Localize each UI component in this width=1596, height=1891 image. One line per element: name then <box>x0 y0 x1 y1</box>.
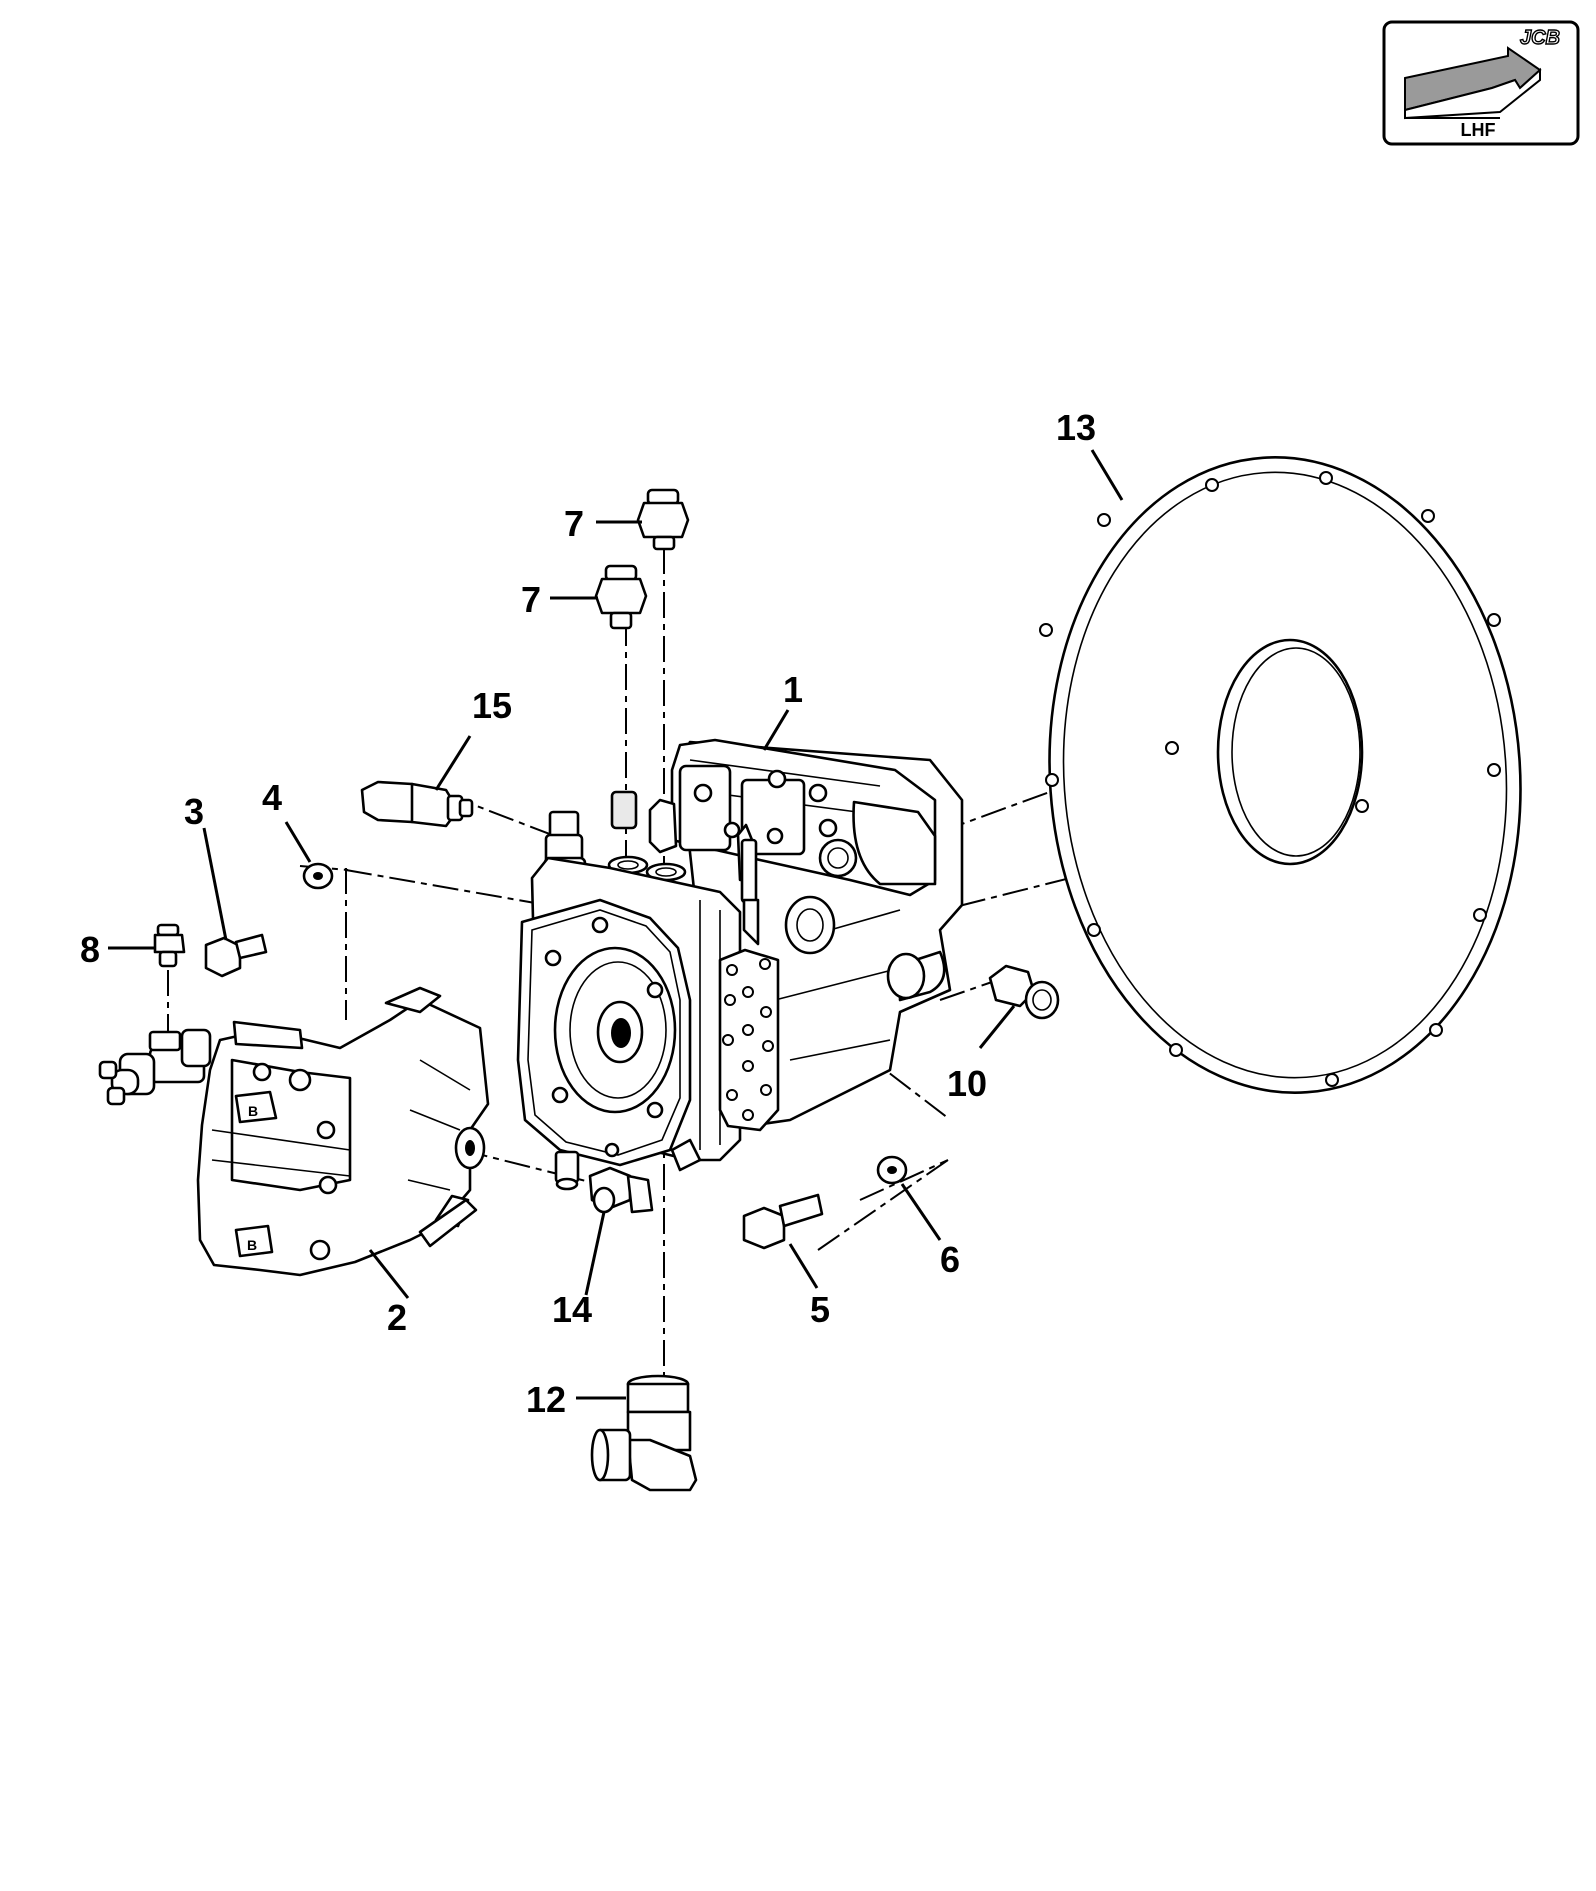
fitting-part-8 <box>153 923 186 968</box>
bolt-part-3 <box>204 933 268 978</box>
callout-3: 3 <box>184 791 204 832</box>
callout-4: 4 <box>262 777 282 818</box>
elbow-part-14 <box>588 1166 654 1214</box>
view-orientation-badge: JCB LHF <box>1382 20 1580 146</box>
adapter-part-7-lower <box>594 564 648 630</box>
washer-part-6 <box>876 1155 908 1185</box>
arrow-icon <box>1404 46 1542 120</box>
flex-plate-part-13 <box>1039 456 1522 1094</box>
sensor-part-15 <box>360 780 474 828</box>
svg-text:B: B <box>248 1103 258 1119</box>
callout-1: 1 <box>783 669 803 710</box>
adapter-part-7-upper <box>636 488 690 551</box>
callout-12: 12 <box>526 1379 566 1420</box>
callouts: 1 2 3 4 5 6 7 7 8 10 12 13 14 15 <box>80 407 1096 1420</box>
callout-15: 15 <box>472 685 512 726</box>
washer-part-4 <box>302 862 334 890</box>
callout-7-upper: 7 <box>564 503 584 544</box>
callout-14: 14 <box>552 1289 592 1330</box>
brand-logo: JCB <box>1520 27 1560 49</box>
callout-13: 13 <box>1056 407 1096 448</box>
elbow-part-12 <box>590 1374 698 1492</box>
view-label: LHF <box>1461 120 1496 140</box>
callout-10: 10 <box>947 1063 987 1104</box>
svg-text:B: B <box>247 1237 257 1253</box>
callout-6: 6 <box>940 1239 960 1280</box>
leader-lines <box>108 449 1124 1400</box>
callout-7-lower: 7 <box>521 579 541 620</box>
callout-8: 8 <box>80 929 100 970</box>
callout-2: 2 <box>387 1297 407 1338</box>
plug-part-10 <box>988 964 1060 1020</box>
auxiliary-pump-part-2: B B <box>98 986 490 1277</box>
bolt-part-5 <box>742 1193 824 1250</box>
main-pump-part-1 <box>516 738 964 1191</box>
callout-5: 5 <box>810 1289 830 1330</box>
